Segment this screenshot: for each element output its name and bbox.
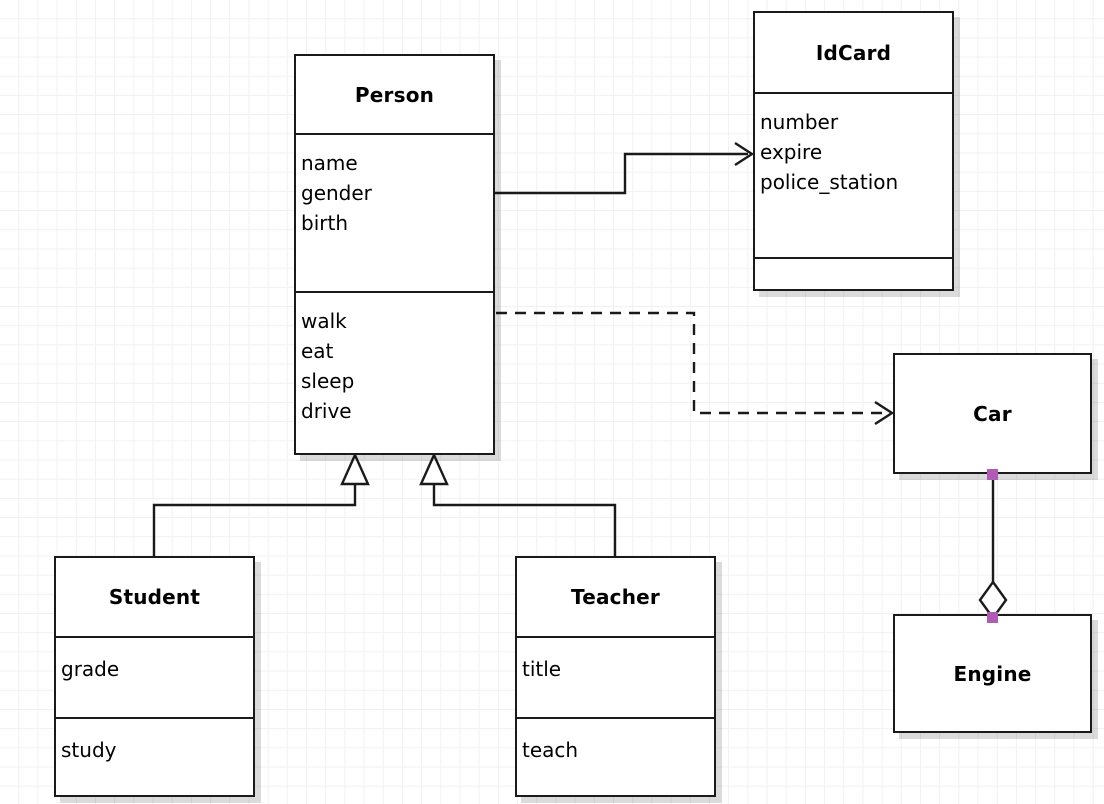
attribute-item: name: [301, 151, 358, 175]
connector-person-car: [496, 311, 895, 426]
connection-port-engine-top[interactable]: [987, 612, 998, 623]
attribute-item: grade: [61, 657, 120, 681]
class-box-car[interactable]: Car: [893, 353, 1092, 474]
class-attributes-person: name gender birth: [296, 133, 493, 291]
attribute-item: gender: [301, 181, 372, 205]
attribute-item: police_station: [760, 170, 899, 194]
class-title-engine: Engine: [953, 661, 1032, 686]
class-box-idcard[interactable]: IdCard number expire police_station: [753, 11, 954, 291]
class-box-teacher[interactable]: Teacher title teach: [515, 556, 716, 797]
class-operations-teacher: teach: [517, 717, 714, 799]
connection-port-car-bottom[interactable]: [987, 469, 998, 480]
connector-student-person: [152, 452, 370, 556]
attribute-item: number: [760, 110, 839, 134]
operation-item: eat: [301, 339, 334, 363]
operation-item: sleep: [301, 369, 355, 393]
attribute-item: title: [522, 657, 562, 681]
class-box-student[interactable]: Student grade study: [54, 556, 255, 797]
attribute-item: birth: [301, 211, 348, 235]
class-title-car: Car: [973, 401, 1012, 426]
attribute-item: expire: [760, 140, 823, 164]
class-title-student: Student: [108, 585, 201, 609]
class-title-person: Person: [354, 82, 435, 107]
operation-item: drive: [301, 399, 352, 423]
connector-person-idcard: [494, 141, 755, 195]
class-box-engine[interactable]: Engine: [893, 614, 1092, 733]
connector-car-engine: [978, 474, 1008, 621]
class-title-teacher: Teacher: [571, 585, 660, 609]
operation-item: study: [61, 738, 117, 762]
connector-teacher-person: [419, 452, 617, 556]
class-attributes-student: grade: [56, 636, 253, 717]
class-operations-idcard: [755, 257, 952, 293]
class-attributes-idcard: number expire police_station: [755, 92, 952, 257]
operation-item: walk: [301, 309, 347, 333]
class-operations-person: walk eat sleep drive: [296, 291, 493, 453]
operation-item: teach: [522, 738, 579, 762]
class-attributes-teacher: title: [517, 636, 714, 717]
class-operations-student: study: [56, 717, 253, 799]
class-title-idcard: IdCard: [815, 40, 892, 65]
class-box-person[interactable]: Person name gender birth walk eat sleep …: [294, 54, 495, 455]
